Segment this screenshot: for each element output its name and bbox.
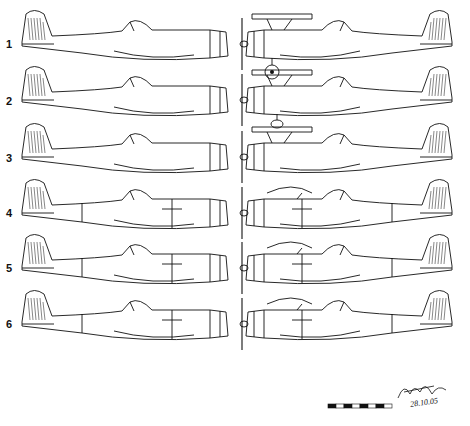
- callout-number: 3: [6, 152, 12, 164]
- callout-number: 1: [6, 38, 12, 50]
- date-label: 28.10.05: [410, 396, 439, 409]
- callout-number: 4: [6, 207, 12, 219]
- callout-number: 2: [6, 95, 12, 107]
- callout-number: 6: [6, 318, 12, 330]
- callout-number: 5: [6, 262, 12, 274]
